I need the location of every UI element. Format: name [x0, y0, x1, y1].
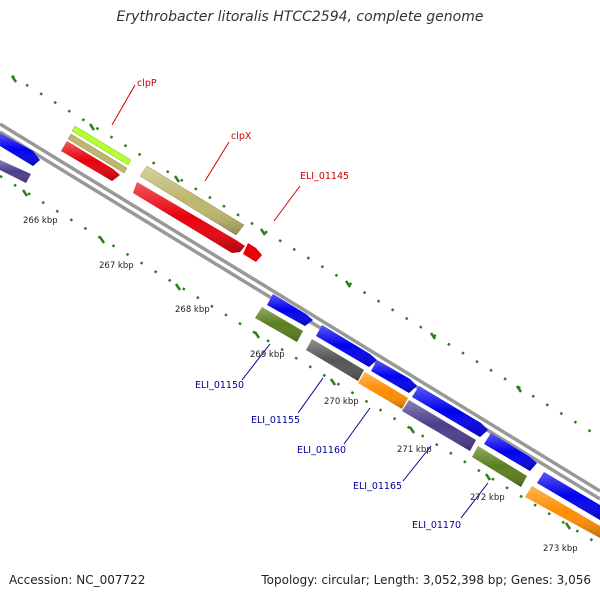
gene-ELI_01155[interactable]: [306, 339, 364, 381]
gene-label-ELI_01155[interactable]: ELI_01155: [251, 415, 300, 426]
backbone-outer: [0, 122, 600, 493]
scale-label-267: 267 kbp: [99, 261, 134, 271]
gene-clpP-track: [67, 125, 132, 174]
gene-ELI_01150-upper: [267, 294, 313, 326]
gene-label-ELI_01165[interactable]: ELI_01165: [353, 481, 402, 492]
gene-ELI_01145[interactable]: [243, 243, 262, 262]
gene-label-ELI_01160[interactable]: ELI_01160: [297, 445, 346, 456]
gene-left-partial-blue: [0, 133, 40, 166]
gene-ELI_01165-upper: [412, 386, 488, 437]
scale-label-269: 269 kbp: [250, 350, 285, 360]
gene-ELI_01160-upper: [371, 360, 417, 393]
gene-ELI_01150[interactable]: [255, 307, 303, 342]
inner-scale-track: [0, 174, 600, 547]
gene-clpX-block: [139, 165, 245, 236]
gene-left-partial-purple: [0, 160, 31, 183]
gene-clpP[interactable]: [61, 141, 120, 181]
scale-label-266: 266 kbp: [23, 216, 58, 226]
forward-label-leaders: [111, 84, 301, 222]
gene-ELI_01165[interactable]: [402, 400, 476, 451]
gene-right-partial-orange: [525, 486, 600, 538]
reverse-label-leaders: [241, 343, 489, 519]
scale-label-272: 272 kbp: [470, 493, 505, 503]
accession-text: Accession: NC_007722: [9, 573, 146, 587]
scale-label-271: 271 kbp: [397, 445, 432, 455]
gene-ELI_01170[interactable]: [472, 446, 527, 487]
gene-label-clpX[interactable]: clpX: [231, 131, 252, 142]
gene-right-partial-blue: [537, 472, 600, 520]
gene-clpX[interactable]: [133, 182, 245, 253]
scale-label-273: 273 kbp: [543, 544, 578, 554]
scale-label-270: 270 kbp: [324, 397, 359, 407]
outer-major-ticks: [10, 75, 523, 393]
gene-ELI_01170-upper: [484, 433, 537, 471]
gene-label-ELI_01145[interactable]: ELI_01145: [300, 171, 349, 182]
gene-label-clpP[interactable]: clpP: [137, 78, 157, 89]
outer-scale-track: [11, 74, 599, 438]
inner-major-ticks: [21, 189, 572, 530]
gene-label-ELI_01150[interactable]: ELI_01150: [195, 380, 244, 391]
scale-label-268: 268 kbp: [175, 305, 210, 315]
gene-ELI_01155-upper: [316, 325, 377, 367]
gene-label-ELI_01170[interactable]: ELI_01170: [412, 520, 461, 531]
map-title: Erythrobacter litoralis HTCC2594, comple…: [116, 9, 484, 25]
topology-summary: Topology: circular; Length: 3,052,398 bp…: [261, 573, 591, 587]
gene-ELI_01160[interactable]: [358, 372, 408, 409]
